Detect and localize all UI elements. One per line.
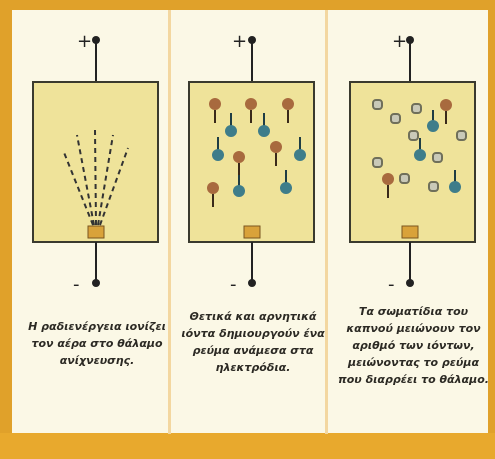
negative-terminal: [248, 279, 256, 287]
radioactive-source: [88, 226, 104, 238]
plus-label: +: [392, 31, 407, 52]
minus-label: -: [230, 274, 237, 295]
radioactive-source: [402, 226, 418, 238]
minus-label: -: [73, 274, 80, 295]
panel-1-caption: Η ραδιενέργεια ιονίζει τον αέρα στο θάλα…: [22, 318, 172, 369]
panel-2: + -: [189, 31, 314, 295]
panel-1: + -: [33, 31, 158, 295]
negative-terminal: [406, 279, 414, 287]
plus-label: +: [232, 31, 247, 52]
panel-2-caption: Θετικά και αρνητικά ιόντα δημιουργούν έν…: [178, 308, 328, 376]
negative-terminal: [92, 279, 100, 287]
plus-label: +: [77, 31, 92, 52]
minus-label: -: [388, 274, 395, 295]
panel-3: + -: [350, 31, 475, 295]
panel-3-caption: Τα σωματίδια του καπνού μειώνουν τον αρι…: [336, 303, 491, 388]
radioactive-source: [244, 226, 260, 238]
